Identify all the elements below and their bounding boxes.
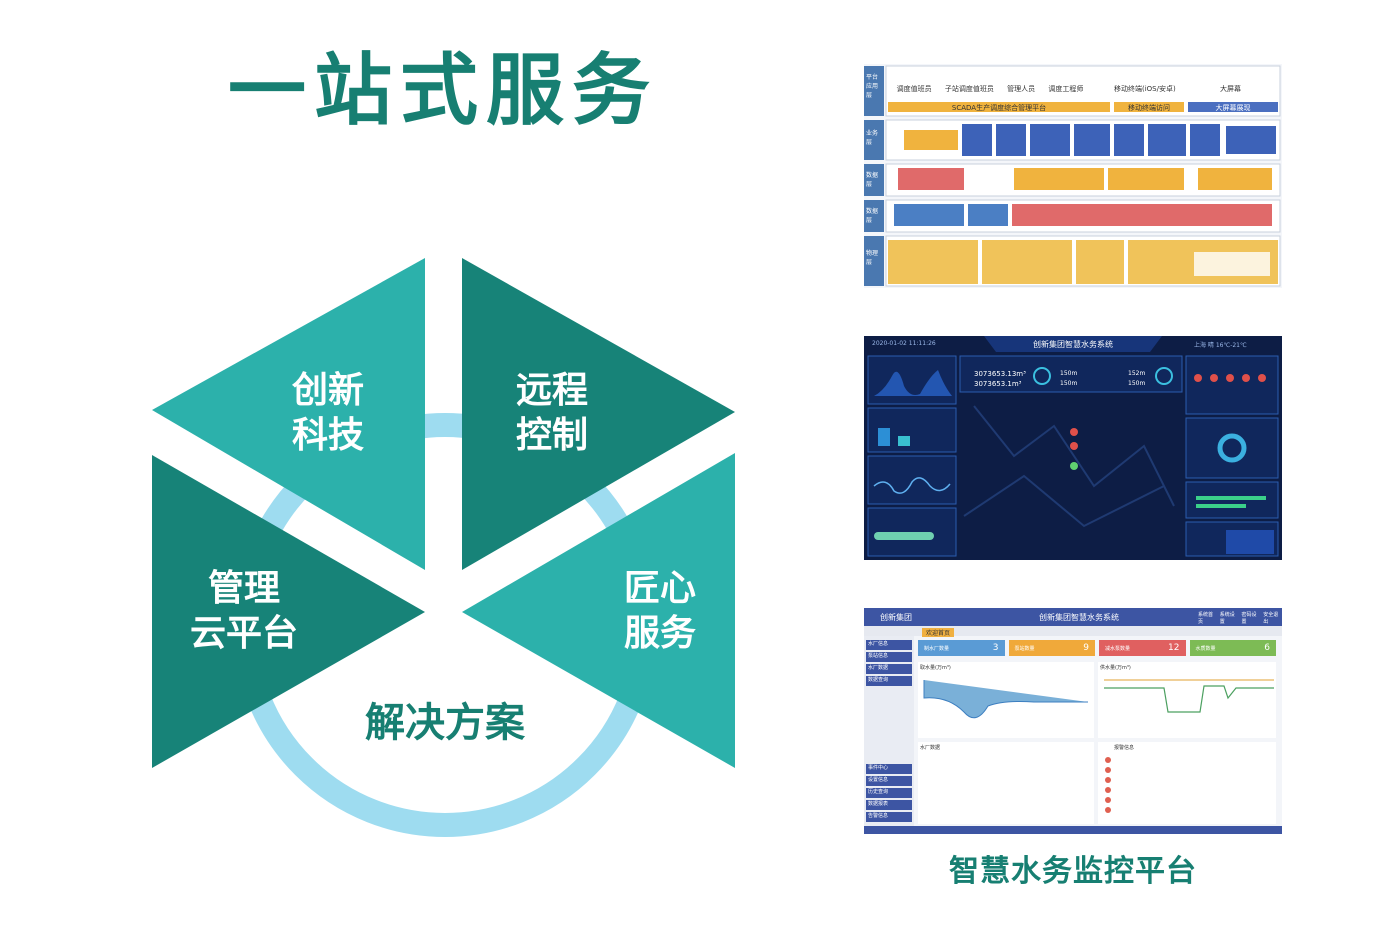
weather: 上海 晴 16℃-21℃ [1194, 342, 1247, 349]
segment-remote: 远程 控制 [462, 368, 642, 458]
stat-card: 水质数量 6 [1189, 640, 1276, 656]
sidebar-item[interactable]: 数据报表 [868, 801, 889, 807]
bigscreen-device-label: 大屏幕 [1220, 85, 1241, 93]
stat-value: 150m [1128, 380, 1146, 387]
segment-label: 服务 [623, 613, 696, 654]
role-label: 管理人员 [1007, 85, 1036, 93]
segment-label: 创新 [291, 370, 364, 411]
architecture-screenshot: 调度值班员 子站调度值班员 管理人员 调度工程师 移动终端(iOS/安卓) 大屏… [864, 64, 1282, 288]
tab-welcome[interactable]: 欢迎首页 [922, 628, 955, 637]
mobile-label: 移动终端访问 [1128, 104, 1170, 112]
stat-value: 3073653.13m³ [974, 370, 1026, 378]
platform-caption: 智慧水务监控平台 [949, 854, 1197, 889]
dashboard-title: 创新集团智慧水务系统 [1039, 613, 1119, 622]
stat-card-label: 泵站数量 [1014, 645, 1035, 652]
table-left-title: 水厂数据 [920, 745, 941, 751]
diagram-graphic [152, 258, 735, 837]
role-label: 调度工程师 [1048, 85, 1084, 93]
sidebar-item[interactable]: 告警信息 [868, 813, 889, 819]
segment-innovation: 创新 科技 [238, 368, 418, 458]
scada-label: SCADA生产调度综合管理平台 [951, 104, 1047, 112]
triangle-top-left [152, 258, 425, 570]
stat-card-label: 水质数量 [1195, 645, 1216, 652]
stat-value: 150m [1060, 380, 1078, 387]
segment-service: 匠心 服务 [570, 566, 750, 656]
bigscreen-label: 大屏幕展现 [1215, 104, 1251, 112]
sidebar-menu-bottom: 事件中心 设置信息 历史查询 数据报表 告警信息 [868, 764, 888, 824]
layer-label: 数据层 [866, 172, 879, 188]
triangle-top-right [462, 258, 735, 570]
nav-logout[interactable]: 安全退出 [1263, 612, 1279, 625]
segment-label: 云平台 [189, 613, 298, 654]
nav-password[interactable]: 密码设置 [1241, 612, 1257, 625]
dashboard-dark-screenshot: 2020-01-02 11:11:26 创新集团智慧水务系统 上海 晴 16℃-… [864, 336, 1282, 560]
stat-value: 3073653.1m³ [974, 380, 1022, 388]
stat-value: 152m [1128, 370, 1146, 377]
sidebar-menu: 水厂信息 泵站信息 水厂数据 数据查询 [868, 640, 888, 688]
brand-label: 创新集团 [880, 613, 912, 622]
dashboard-light-screenshot: 创新集团 创新集团智慧水务系统 系统首页 系统设置 密码设置 安全退出 欢迎首页… [864, 608, 1282, 834]
sidebar-item[interactable]: 数据查询 [868, 677, 889, 683]
table-right-title: 报警信息 [1114, 745, 1135, 751]
stat-card-value: 9 [1083, 643, 1089, 653]
role-label: 调度值班员 [896, 85, 932, 93]
segment-label: 科技 [291, 415, 364, 456]
stat-card: 制水厂数量 3 [918, 640, 1005, 656]
stat-value: 150m [1060, 370, 1078, 377]
sidebar-item[interactable]: 水厂信息 [868, 641, 889, 647]
segment-cloud: 管理 云平台 [154, 566, 334, 656]
dashboard-title: 创新集团智慧水务系统 [1033, 340, 1113, 349]
sidebar-item[interactable]: 事件中心 [868, 765, 889, 771]
segment-label: 匠心 [623, 568, 696, 609]
nav-settings[interactable]: 系统设置 [1219, 612, 1235, 625]
datetime: 2020-01-02 11:11:26 [872, 340, 936, 347]
segment-label: 远程 [515, 370, 588, 411]
segment-label: 管理 [207, 568, 280, 609]
sidebar-item[interactable]: 设置信息 [868, 777, 889, 783]
segment-label: 控制 [515, 415, 588, 456]
triangle-bottom-left [152, 455, 425, 768]
layer-label: 数据层 [866, 208, 879, 224]
stat-card-value: 3 [992, 643, 999, 653]
page-title: 一站式服务 [228, 46, 659, 136]
layer-label: 物理层 [866, 250, 879, 266]
roles-row: 调度值班员 子站调度值班员 管理人员 调度工程师 [890, 84, 1090, 94]
nav-home[interactable]: 系统首页 [1198, 612, 1214, 625]
sidebar-item[interactable]: 水厂数据 [868, 665, 889, 671]
layer-label: 业务层 [866, 130, 879, 146]
mobile-device-label: 移动终端(iOS/安卓) [1114, 85, 1176, 93]
stat-cards: 制水厂数量 3 泵站数量 9 减水泵数量 12 水质数量 6 [918, 640, 1276, 656]
architecture-graphic [864, 64, 1282, 288]
stat-card-value: 12 [1168, 643, 1180, 653]
chart-left-title: 取水量(万m³) [920, 665, 951, 671]
stat-card: 减水泵数量 12 [1099, 640, 1186, 656]
sidebar-item[interactable]: 泵站信息 [868, 653, 889, 659]
stat-card-label: 制水厂数量 [924, 645, 950, 652]
role-label: 子站调度值班员 [944, 85, 994, 93]
sidebar-item[interactable]: 历史查询 [868, 789, 889, 795]
triangle-bottom-right [462, 453, 735, 768]
layer-label: 平台应用层 [866, 74, 879, 99]
stat-card-label: 减水泵数量 [1105, 645, 1131, 652]
top-nav: 系统首页 系统设置 密码设置 安全退出 [1198, 611, 1282, 625]
chart-right-title: 供水量(万m³) [1100, 665, 1131, 671]
solution-label: 解决方案 [365, 700, 525, 746]
stat-card-value: 6 [1264, 643, 1270, 653]
solution-diagram: 创新 科技 远程 控制 管理 云平台 匠心 服务 [140, 240, 760, 860]
dashboard-dark-graphic [864, 336, 1282, 560]
stat-card: 泵站数量 9 [1008, 640, 1095, 656]
